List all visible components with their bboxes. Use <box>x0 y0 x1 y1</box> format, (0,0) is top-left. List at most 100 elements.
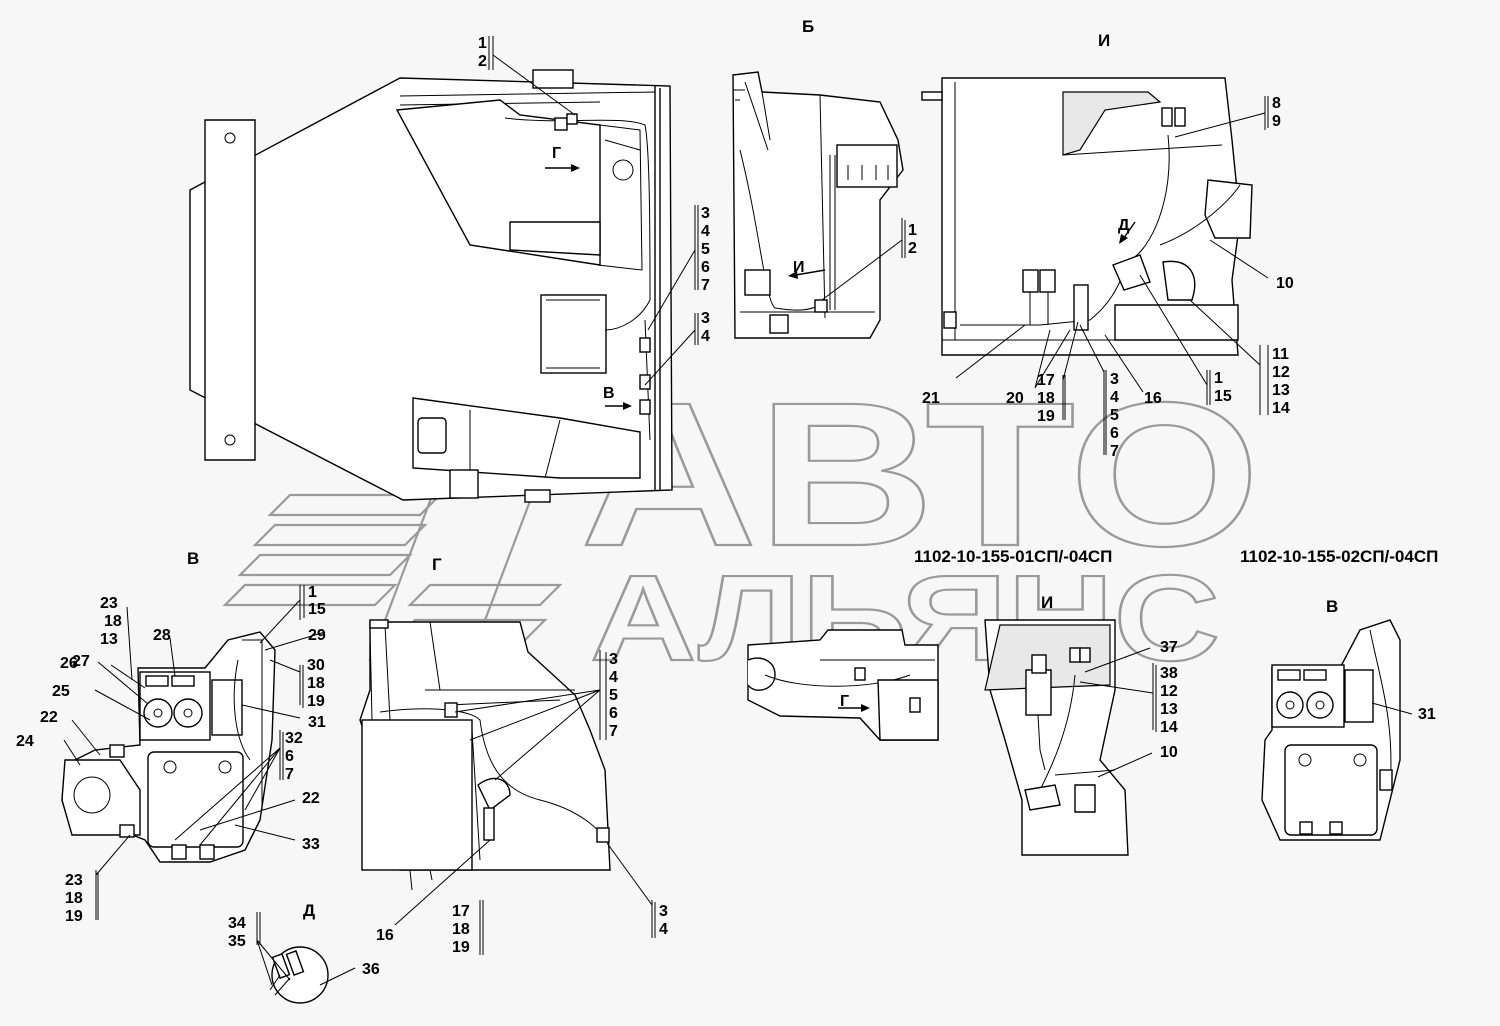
callout-item: 31 <box>308 714 326 731</box>
view-i2 <box>984 619 1129 856</box>
callout-item: 19 <box>1037 408 1055 425</box>
callout-item: 22 <box>302 790 320 807</box>
view-d <box>269 946 329 1004</box>
callout-item: 7 <box>701 277 710 294</box>
callout-item: 1 <box>308 584 317 601</box>
watermark-text-1: АВТО <box>580 360 1260 589</box>
main-cab-view <box>189 69 673 503</box>
callout-item: 4 <box>1110 389 1119 406</box>
callout-item: 35 <box>228 933 246 950</box>
callout-item: 15 <box>1214 388 1232 405</box>
callout-item: 15 <box>308 601 326 618</box>
callout-item: 2 <box>908 240 917 257</box>
callout-item: 4 <box>659 921 668 938</box>
direction-arrows <box>545 164 1136 712</box>
view-i-top <box>921 77 1253 356</box>
callout-item: 3 <box>1110 371 1119 388</box>
callout-item: 6 <box>701 259 710 276</box>
callout-item: 30 <box>307 657 325 674</box>
callout-item: 12 <box>1160 683 1178 700</box>
callout-item: 19 <box>65 908 83 925</box>
variant-label-left: 1102-10-155-01СП/-04СП <box>914 547 1112 566</box>
callout-item: 13 <box>1160 701 1178 718</box>
callout-item: 6 <box>1110 425 1119 442</box>
callout-item: 23 <box>100 595 118 612</box>
callout-item: 1 <box>1214 370 1223 387</box>
arrow-label-i: И <box>793 259 805 276</box>
callout-item: 31 <box>1418 706 1436 723</box>
callout-item: 18 <box>307 675 325 692</box>
callout-item: 29 <box>308 627 326 644</box>
callout-item: 34 <box>228 915 246 932</box>
callout-item: 25 <box>52 683 70 700</box>
callout-item: 18 <box>65 890 83 907</box>
callout-item: 12 <box>1272 364 1290 381</box>
callout-item: 4 <box>701 223 710 240</box>
callout-item: 10 <box>1276 275 1294 292</box>
callout-item: 27 <box>72 653 90 670</box>
arrow-label-g: Г <box>552 145 561 162</box>
callout-item: 23 <box>65 872 83 889</box>
callout-item: 19 <box>307 693 325 710</box>
callout-item: 26 <box>60 655 78 672</box>
arrow-label-d: Д <box>1118 217 1130 234</box>
callout-item: 4 <box>701 328 710 345</box>
d-housing <box>271 946 329 1004</box>
callout-item: 9 <box>1272 113 1281 130</box>
view-b <box>732 71 904 339</box>
mount-plate-left <box>204 119 256 461</box>
view-g-mid <box>359 619 611 891</box>
callout-item: 7 <box>285 766 294 783</box>
header-view-v-right: В <box>1326 597 1338 616</box>
callout-item: 18 <box>1037 390 1055 407</box>
callout-item: 3 <box>659 903 668 920</box>
callout-item: 1 <box>478 35 487 52</box>
leader-lines <box>63 36 1413 986</box>
callout-item: 3 <box>609 651 618 668</box>
callout-item: 17 <box>452 903 470 920</box>
callout-item: 20 <box>1006 390 1024 407</box>
header-view-v-left: В <box>187 549 199 568</box>
header-view-b: Б <box>802 17 814 36</box>
callout-item: 10 <box>1160 744 1178 761</box>
view-v-left <box>61 631 276 863</box>
callout-item: 1 <box>908 222 917 239</box>
callout-item: 11 <box>1272 346 1289 363</box>
header-view-d: Д <box>303 901 315 920</box>
header-view-g-mid: Г <box>432 555 442 574</box>
callout-item: 13 <box>100 631 118 648</box>
callout-item: 7 <box>1110 443 1119 460</box>
callout-item: 24 <box>16 733 34 750</box>
callout-item: 16 <box>1144 390 1162 407</box>
header-view-i-top: И <box>1098 31 1110 50</box>
callout-item: 32 <box>285 730 303 747</box>
arrow-label-v: В <box>603 385 615 402</box>
callout-item: 16 <box>376 927 394 944</box>
callout-item: 17 <box>1037 372 1055 389</box>
callout-item: 21 <box>922 390 940 407</box>
callout-item: 6 <box>285 748 294 765</box>
callout-item: 19 <box>452 939 470 956</box>
callout-item: 37 <box>1160 639 1178 656</box>
view-v-right <box>1261 619 1401 841</box>
arrow-label-g2: Г <box>840 693 849 710</box>
callout-item: 6 <box>609 705 618 722</box>
callout-item: 18 <box>452 921 470 938</box>
callouts: 1 2 3 4 5 6 7 3 4 1 2 8 9 10 11 12 13 14… <box>16 35 1436 978</box>
view-g2 <box>747 629 939 741</box>
callout-item: 14 <box>1272 400 1290 417</box>
header-view-i-mid: И <box>1041 593 1053 612</box>
callout-item: 14 <box>1160 719 1178 736</box>
view-headers: Б И В Г В И Д Г В И Д Г 1102-10-155-01СП… <box>187 17 1438 920</box>
callout-bars <box>97 36 1269 955</box>
callout-item: 18 <box>104 613 122 630</box>
callout-item: 5 <box>1110 407 1119 424</box>
callout-item: 22 <box>40 709 58 726</box>
callout-item: 7 <box>609 723 618 740</box>
callout-item: 3 <box>701 310 710 327</box>
callout-item: 5 <box>701 241 710 258</box>
variant-label-right: 1102-10-155-02СП/-04СП <box>1240 547 1438 566</box>
callout-item: 13 <box>1272 382 1290 399</box>
callout-item: 5 <box>609 687 618 704</box>
